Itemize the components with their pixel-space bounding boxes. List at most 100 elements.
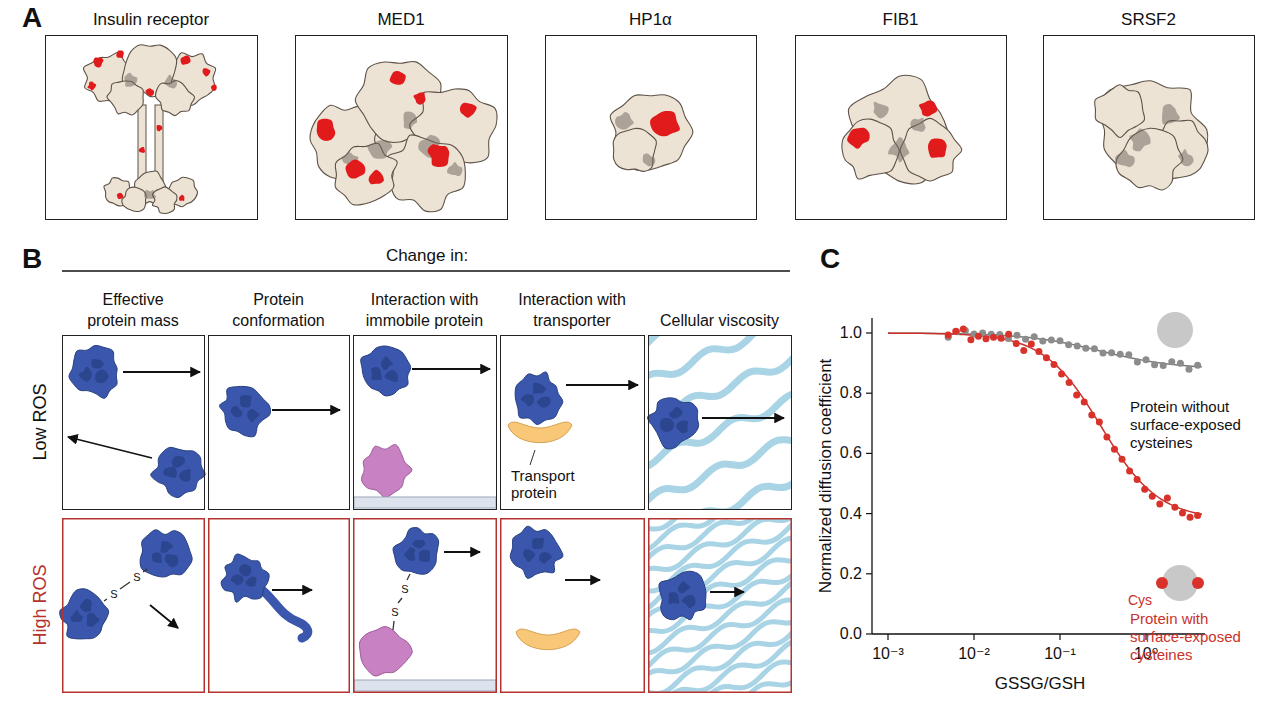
- viscous-medium: [648, 335, 792, 510]
- chart: [1082, 345, 1089, 352]
- protein-cartoon: [80, 599, 92, 612]
- column-heading: Cellular viscosity: [660, 311, 780, 332]
- chart: [1151, 361, 1158, 368]
- chart: [1187, 514, 1194, 521]
- structure-box: FIB1: [795, 35, 1007, 220]
- high-ros-panel: [63, 519, 792, 693]
- protein-surface: [117, 193, 124, 199]
- chart: [1103, 434, 1110, 441]
- protein-cartoon: [95, 369, 109, 383]
- protein-cartoon: [523, 549, 535, 562]
- viscous-medium: [648, 662, 792, 693]
- high-ros-panel: [501, 519, 645, 693]
- protein-surface: [179, 195, 185, 201]
- chart: [1186, 366, 1193, 373]
- callout-label: Transport protein: [511, 467, 611, 502]
- protein-cartoon: [371, 367, 382, 380]
- protein-cartoon: [69, 345, 117, 398]
- chart: [1177, 360, 1184, 367]
- protein-icon: [1156, 312, 1204, 601]
- motion-arrow: [444, 551, 480, 553]
- protein-cartoon: [682, 595, 696, 608]
- chart: [1194, 512, 1201, 519]
- chart: [1039, 338, 1046, 345]
- protein-cartoon: [160, 541, 173, 553]
- chart: [1031, 333, 1038, 340]
- protein-cartoon: [231, 575, 244, 586]
- chart: [1081, 398, 1088, 405]
- chart: [1111, 446, 1118, 453]
- chart: [982, 335, 989, 342]
- protein-cartoon: [220, 386, 271, 436]
- structure-box: MED1: [295, 35, 508, 220]
- protein-surface: [447, 162, 462, 176]
- protein-cartoon: [354, 680, 496, 691]
- protein-surface: [152, 187, 177, 214]
- column-heading: MED1: [296, 9, 506, 30]
- viscous-medium: [648, 674, 792, 693]
- viscous-medium: [648, 393, 792, 468]
- protein-surface: [1162, 104, 1180, 125]
- chart: [1091, 345, 1098, 352]
- protein-cartoon: [412, 540, 425, 549]
- tick-label: 10⁻²: [958, 645, 990, 663]
- chart: [866, 633, 872, 634]
- protein-surface: [107, 81, 143, 115]
- tick-label: 0.8: [840, 384, 862, 402]
- chart: [1117, 351, 1124, 358]
- motion-arrow: [68, 369, 784, 628]
- sulfur-atom: S: [110, 588, 117, 601]
- protein-cartoon: [79, 367, 92, 382]
- chart: [945, 331, 952, 338]
- protein-cartoon: [532, 538, 544, 549]
- protein-surface: [643, 154, 656, 167]
- protein-cartoon: [508, 422, 572, 443]
- protein-cartoon: [262, 590, 308, 638]
- protein-cartoon: [60, 589, 109, 639]
- protein-surface: [910, 118, 925, 132]
- chart: [1143, 356, 1150, 363]
- column-heading: Interaction with immobile protein: [355, 290, 495, 332]
- protein-cartoon: [419, 550, 430, 562]
- protein-surface: [460, 103, 477, 118]
- panel-letter: B: [22, 243, 42, 275]
- chart: [1014, 332, 1021, 339]
- panel-letter: C: [820, 243, 840, 275]
- chart: [990, 334, 997, 341]
- protein-cartoon: [404, 547, 415, 561]
- axis-title: Normalized diffusion coefficient: [816, 359, 836, 594]
- tick-label: 1.0: [840, 324, 862, 342]
- structure-box: Insulin receptor: [45, 35, 258, 220]
- protein-surface: [83, 45, 1208, 214]
- disulfide-bond: [398, 598, 402, 603]
- chart: [1020, 347, 1027, 354]
- protein-surface: [650, 111, 680, 136]
- protein-cartoon: [678, 581, 691, 593]
- column-heading: Effective protein mass: [81, 290, 186, 332]
- chart: [1051, 361, 1058, 368]
- protein-surface: [615, 112, 634, 130]
- chart: [887, 634, 888, 640]
- chart: [1048, 337, 1055, 344]
- high-ros-panel: [649, 519, 792, 693]
- chart: [866, 393, 872, 394]
- chart: [1073, 391, 1080, 398]
- mechanism-box: Protein conformation: [208, 335, 350, 510]
- protein-cartoon: [91, 359, 103, 368]
- protein-cartoon: [539, 552, 552, 563]
- motion-arrow: [123, 371, 200, 373]
- protein-cartoon: [140, 530, 192, 577]
- row-label: Low ROS: [30, 383, 51, 460]
- chart: [975, 333, 982, 340]
- high-ros-panel: [209, 519, 350, 693]
- protein-cartoon: [676, 421, 688, 434]
- disulfide-bond: [120, 582, 130, 589]
- chart: [1028, 341, 1035, 348]
- protein-surface: [1116, 128, 1183, 190]
- protein-surface: [874, 102, 889, 119]
- chart: [866, 573, 872, 574]
- chart: [1058, 370, 1065, 377]
- protein-surface: [87, 81, 96, 90]
- protein-surface: [387, 135, 465, 212]
- protein-surface: [1129, 128, 1150, 151]
